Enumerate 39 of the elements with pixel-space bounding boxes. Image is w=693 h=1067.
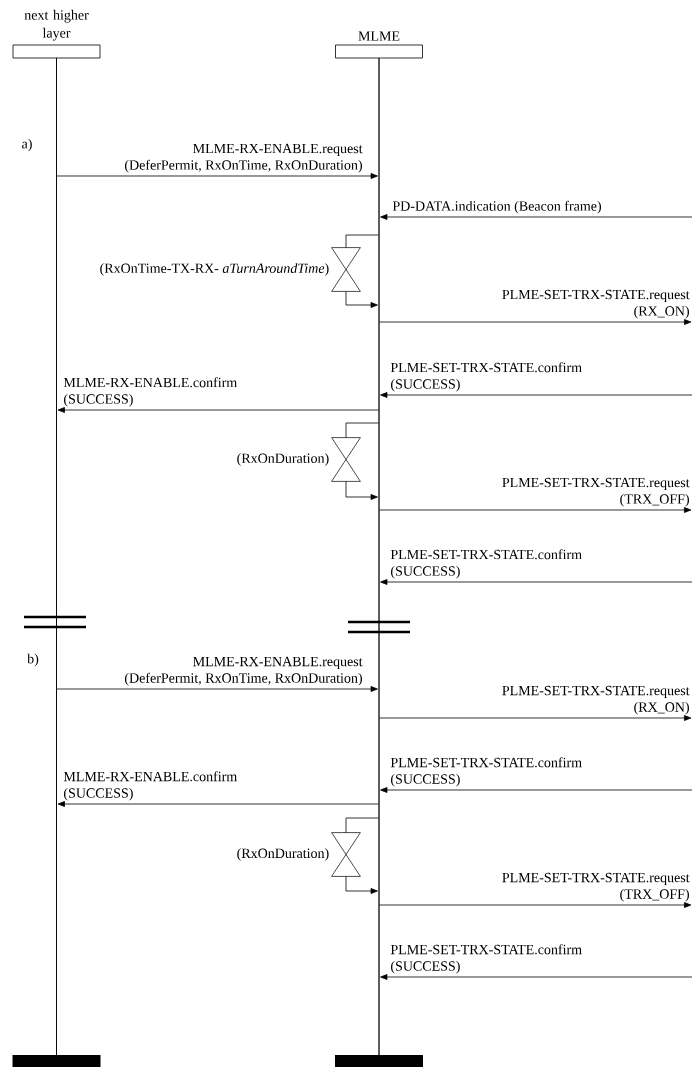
timer-label: (RxOnDuration): [237, 453, 329, 466]
message-label: PLME-SET-TRX-STATE.request (RX_ON): [502, 685, 690, 715]
message-label: PLME-SET-TRX-STATE.request (RX_ON): [502, 289, 690, 319]
message-label: PLME-SET-TRX-STATE.confirm (SUCCESS): [390, 757, 582, 787]
section-label: a): [22, 138, 32, 152]
lifeline-title: MLME: [358, 31, 400, 41]
message-label: MLME-RX-ENABLE.request (DeferPermit, RxOnTime, RxOnDuration): [125, 656, 363, 686]
timer-line: [345, 234, 379, 248]
message-arrow: [379, 319, 692, 325]
message-arrow: [379, 715, 692, 721]
message-arrow: [56, 686, 378, 692]
timer-arrow: [345, 291, 378, 308]
message-arrow: [379, 902, 692, 908]
message-arrow: [57, 801, 379, 807]
message-label: PLME-SET-TRX-STATE.request (TRX_OFF): [502, 872, 690, 902]
message-label: PD-DATA.indication (Beacon frame): [392, 200, 601, 214]
message-label: MLME-RX-ENABLE.request (DeferPermit, RxOnTime, RxOnDuration): [125, 143, 363, 173]
message-label: MLME-RX-ENABLE.confirm (SUCCESS): [63, 771, 237, 801]
section-label: b): [27, 653, 39, 667]
timer-line: [345, 422, 379, 438]
message-label: PLME-SET-TRX-STATE.confirm (SUCCESS): [390, 944, 582, 974]
message-arrow: [380, 787, 693, 793]
message-label: PLME-SET-TRX-STATE.confirm (SUCCESS): [390, 362, 582, 392]
timer-label: (RxOnDuration): [237, 848, 329, 861]
message-arrow: [380, 974, 693, 980]
message-label: PLME-SET-TRX-STATE.confirm (SUCCESS): [390, 549, 582, 579]
lifeline-title: next higher layer: [24, 9, 89, 41]
message-arrow: [380, 214, 693, 220]
message-arrow: [380, 392, 693, 398]
message-arrow: [380, 579, 693, 585]
timer-arrow: [345, 481, 378, 500]
timer-label: (RxOnTime-TX-RX- aTurnAroundTime): [100, 263, 329, 276]
message-label: MLME-RX-ENABLE.confirm (SUCCESS): [63, 377, 237, 407]
timer-line: [345, 817, 379, 833]
timer-arrow: [345, 876, 378, 894]
message-arrow: [379, 507, 692, 513]
message-arrow: [57, 407, 379, 413]
message-arrow: [56, 173, 378, 179]
message-label: PLME-SET-TRX-STATE.request (TRX_OFF): [502, 477, 690, 507]
